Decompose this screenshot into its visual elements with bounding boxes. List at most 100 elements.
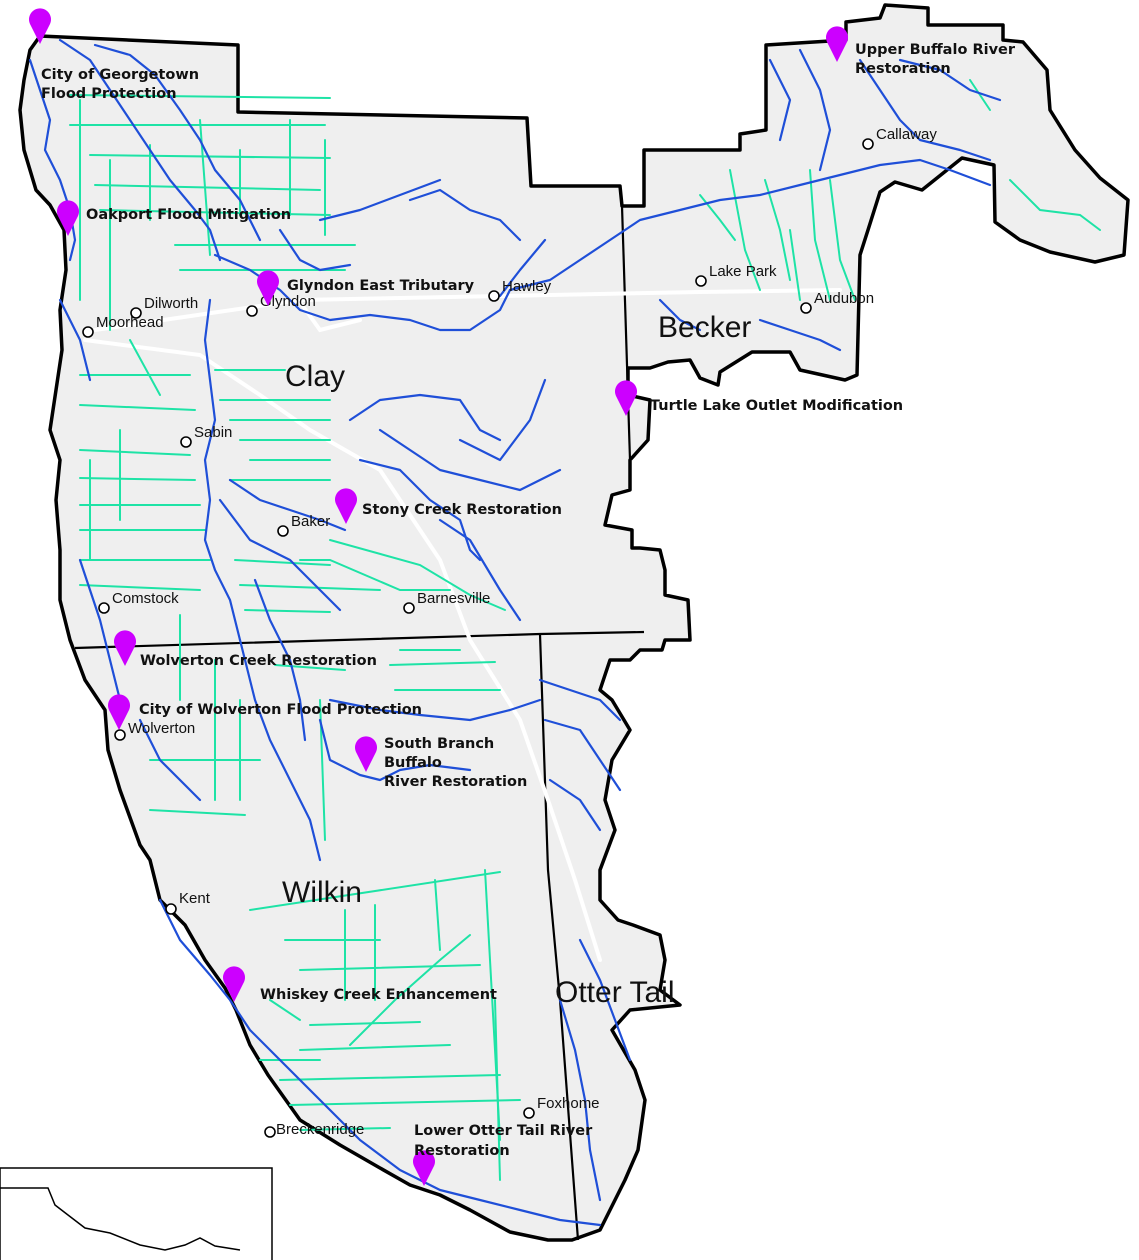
river-segment: [328, 698, 542, 722]
project-wolverton-flood[interactable]: [108, 694, 130, 730]
ditch-segment: [434, 879, 441, 951]
project-stony-creek[interactable]: [335, 488, 357, 524]
ditch-segment: [234, 559, 331, 566]
project-georgetown[interactable]: [29, 8, 51, 44]
map-pin-icon: [29, 8, 51, 44]
map-pin-icon: [335, 488, 357, 524]
river-segment: [228, 478, 347, 532]
project-upper-buffalo[interactable]: [826, 26, 848, 62]
project-lower-otter-tail[interactable]: [413, 1150, 435, 1186]
ditch-segment: [299, 559, 451, 591]
river-segment: [358, 458, 482, 562]
river-segment: [768, 58, 792, 142]
svg-text:Breckenridge: Breckenridge: [276, 1121, 364, 1138]
project-wolverton-creek[interactable]: [114, 630, 136, 666]
ditch-segment: [829, 179, 856, 301]
map-pin-icon: [615, 380, 637, 416]
map-pin-icon: [57, 200, 79, 236]
city-comstock[interactable]: Comstock: [98, 590, 179, 614]
ditch-segment: [99, 209, 331, 216]
river-segment: [28, 58, 77, 262]
project-label-south-branch-2: Buffalo: [384, 755, 442, 771]
river-segment: [898, 58, 1002, 102]
project-whiskey-creek[interactable]: [223, 966, 245, 1002]
city-lake-park[interactable]: Lake Park: [695, 263, 777, 287]
river-segment: [138, 718, 202, 802]
project-label-south-branch-3: River Restoration: [384, 774, 527, 790]
city-hawley[interactable]: Hawley: [488, 278, 552, 302]
ditch-segment: [239, 584, 381, 591]
ditch-segment: [289, 1099, 521, 1106]
river-segment: [203, 298, 242, 642]
project-glyndon-east[interactable]: [257, 270, 279, 306]
city-foxhome[interactable]: Foxhome: [523, 1095, 600, 1119]
city-barnesville[interactable]: Barnesville: [403, 590, 490, 614]
city-kent[interactable]: Kent: [165, 890, 211, 915]
city-dilworth[interactable]: Dilworth: [130, 295, 198, 319]
svg-text:Wolverton: Wolverton: [128, 720, 195, 737]
svg-text:Hawley: Hawley: [502, 278, 552, 295]
river-segment: [498, 238, 547, 298]
project-turtle-lake[interactable]: [615, 380, 637, 416]
city-breckenridge[interactable]: Breckenridge: [264, 1121, 364, 1138]
map-pin-icon: [826, 26, 848, 62]
project-south-branch[interactable]: [355, 736, 377, 772]
project-label-oakport: Oakport Flood Mitigation: [86, 207, 291, 223]
svg-text:Moorhead: Moorhead: [96, 314, 164, 331]
project-label-turtle-lake: Turtle Lake Outlet Modification: [650, 398, 903, 414]
city-baker[interactable]: Baker: [277, 513, 330, 537]
river-segment: [438, 518, 522, 622]
project-label-wolverton-creek: Wolverton Creek Restoration: [140, 653, 377, 669]
city-callaway[interactable]: Callaway: [862, 126, 937, 150]
ditch-segment: [79, 404, 196, 411]
county-label-clay: Clay: [285, 360, 345, 393]
project-label-south-branch: South Branch: [384, 736, 494, 752]
city-audubon[interactable]: Audubon: [800, 290, 874, 314]
project-label-stony-creek: Stony Creek Restoration: [362, 502, 562, 518]
svg-text:Barnesville: Barnesville: [417, 590, 490, 607]
project-oakport[interactable]: [57, 200, 79, 236]
ditch-network: [69, 79, 1101, 1181]
river-segment: [408, 188, 522, 242]
ditch-segment: [764, 179, 791, 281]
river-segment: [458, 378, 547, 462]
river-segment: [378, 428, 562, 492]
project-label-upper-buffalo: Upper Buffalo River: [855, 42, 1016, 58]
ditch-segment: [249, 871, 501, 911]
ditch-segment: [299, 1044, 451, 1051]
river-segment: [798, 48, 832, 172]
river-segment: [318, 178, 442, 222]
ditch-segment: [274, 664, 346, 671]
city-glyndon[interactable]: Glyndon: [246, 293, 316, 317]
project-label-upper-buffalo-2: Restoration: [855, 61, 951, 77]
ditch-segment: [299, 964, 481, 971]
river-segment: [508, 158, 992, 292]
river-segment: [253, 578, 307, 742]
ditch-segment: [149, 809, 246, 816]
city-moorhead[interactable]: Moorhead: [82, 314, 164, 338]
river-segment: [278, 228, 352, 272]
city-markers: Dilworth Moorhead Glyndon Hawley Lake Pa…: [82, 126, 937, 1138]
svg-text:Foxhome: Foxhome: [537, 1095, 600, 1112]
ditch-segment: [809, 169, 831, 301]
county-label-becker: Becker: [658, 311, 751, 344]
river-segment: [93, 43, 262, 242]
river-segment: [58, 298, 92, 382]
svg-text:Dilworth: Dilworth: [144, 295, 198, 312]
city-sabin[interactable]: Sabin: [180, 424, 232, 448]
map-pin-icon: [223, 966, 245, 1002]
ditch-segment: [494, 999, 501, 1181]
ditch-segment: [389, 661, 496, 666]
ditch-segment: [1009, 179, 1101, 231]
city-wolverton[interactable]: Wolverton: [114, 720, 195, 741]
river-network: [28, 38, 1002, 1227]
ditch-segment: [79, 584, 201, 591]
ditch-segment: [969, 79, 991, 111]
river-segment: [238, 638, 322, 862]
ditch-segment: [244, 609, 331, 613]
river-segment: [78, 558, 122, 702]
map-pin-icon: [257, 270, 279, 306]
ditch-segment: [79, 449, 191, 456]
svg-text:Baker: Baker: [291, 513, 330, 530]
inset-locator-map: [0, 1167, 273, 1260]
